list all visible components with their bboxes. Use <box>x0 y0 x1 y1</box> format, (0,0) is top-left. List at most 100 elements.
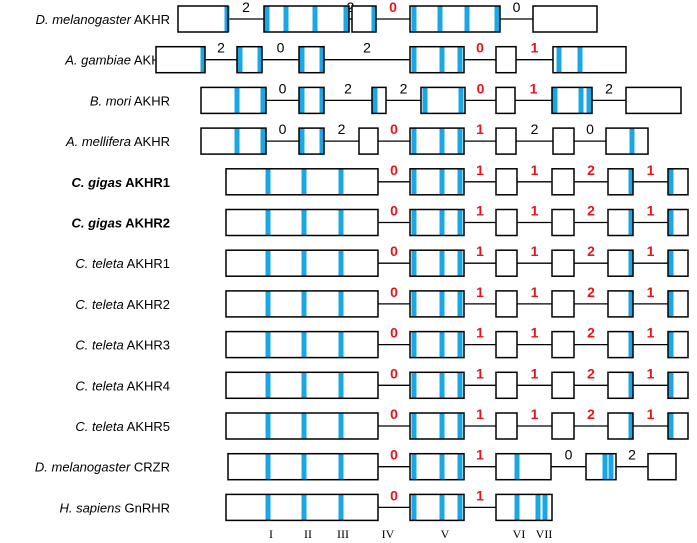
tm-domain-label: III <box>337 527 349 541</box>
exon-box <box>225 493 379 522</box>
tm-segment <box>422 87 428 114</box>
tm-segment <box>299 46 305 73</box>
exon <box>551 86 593 115</box>
gene-name: AKHR1 <box>122 175 170 190</box>
exon <box>409 5 501 33</box>
exon <box>607 249 634 277</box>
exon-box-bg <box>264 6 349 32</box>
species-name: A. gambiae <box>64 53 131 68</box>
exon <box>647 452 677 481</box>
gene-name: AKHR4 <box>124 378 170 393</box>
exon <box>495 127 517 155</box>
tm-segment <box>312 6 318 32</box>
exon <box>552 127 575 155</box>
exon-box-bg <box>552 372 574 399</box>
species-name: C. teleta <box>75 419 123 434</box>
exon <box>625 86 682 115</box>
species-name: C. teleta <box>75 256 123 271</box>
exon-box <box>551 86 593 115</box>
exon-box-bg <box>553 46 626 73</box>
exon-box <box>551 208 575 237</box>
intron-phase: 2 <box>363 40 371 56</box>
intron-phase: 2 <box>347 0 355 15</box>
exon-box-bg <box>496 209 517 236</box>
intron-phase: 1 <box>531 284 539 300</box>
tm-segment <box>602 453 608 480</box>
tm-segment <box>668 168 674 195</box>
tm-segment <box>411 494 417 521</box>
tm-domain-label: VII <box>536 527 553 541</box>
exon-box <box>225 290 379 318</box>
species-name: H. sapiens <box>59 500 121 515</box>
tm-segment <box>668 290 674 317</box>
tm-segment <box>411 250 417 277</box>
tm-segment <box>411 128 417 155</box>
intron-phase: 0 <box>565 447 573 463</box>
intron-phase: 0 <box>513 0 521 15</box>
exon <box>263 5 350 33</box>
exon-box-bg <box>552 290 574 317</box>
exon-box <box>551 249 575 277</box>
exon <box>371 86 387 115</box>
exon-box-bg <box>410 168 464 195</box>
species-name: D. melanogaster <box>35 460 131 475</box>
tm-segment <box>301 209 307 236</box>
exon <box>607 168 634 196</box>
intron-phase: 0 <box>390 325 398 341</box>
exon-box <box>227 452 379 481</box>
exon-box-bg <box>552 87 592 114</box>
intron-phase: 2 <box>628 447 636 463</box>
exon-box <box>200 86 267 115</box>
exon-box <box>667 290 689 318</box>
exon-box <box>607 249 634 277</box>
exon <box>551 168 575 196</box>
intron-phase: 1 <box>531 406 539 422</box>
exon-box <box>495 168 518 196</box>
exon <box>551 371 575 400</box>
tm-segment <box>439 250 445 277</box>
exon <box>200 127 267 155</box>
intron-phase: 0 <box>390 284 398 300</box>
species-name: D. melanogaster <box>36 12 132 27</box>
tm-segment <box>411 372 417 399</box>
intron-phase: 1 <box>647 284 655 300</box>
exon-box <box>495 493 553 522</box>
gene-label: D. melanogaster AKHR <box>36 12 170 27</box>
intron-phase: 1 <box>476 284 484 300</box>
exon <box>409 412 465 440</box>
exon-box <box>420 86 466 115</box>
exon-box <box>409 127 465 155</box>
tm-segment <box>301 413 307 439</box>
tm-segment <box>668 209 674 236</box>
intron-phase: 0 <box>390 243 398 259</box>
tm-segment <box>265 290 271 317</box>
exon <box>225 371 379 400</box>
exon <box>409 452 465 481</box>
intron-phase: 2 <box>338 121 346 137</box>
gene-name: AKHR <box>131 134 170 149</box>
tm-segment <box>265 331 271 358</box>
tm-segment <box>439 331 445 358</box>
tm-segment <box>457 128 463 155</box>
exon-box <box>495 45 517 74</box>
exon <box>667 330 689 359</box>
gene-label: C. gigas AKHR1 <box>72 175 171 190</box>
exon <box>667 412 689 440</box>
intron-phase: 1 <box>476 487 484 503</box>
exon-box-bg <box>178 6 228 32</box>
gene-name: AKHR1 <box>124 256 170 271</box>
exon-box <box>225 412 379 440</box>
intron-phase: 2 <box>587 284 595 300</box>
tm-segment <box>301 290 307 317</box>
exon-box <box>585 452 617 481</box>
tm-segment <box>668 413 674 439</box>
tm-domain-label: II <box>304 527 312 541</box>
tm-segment <box>224 6 230 32</box>
tm-segment <box>237 46 243 73</box>
exon <box>177 5 230 33</box>
